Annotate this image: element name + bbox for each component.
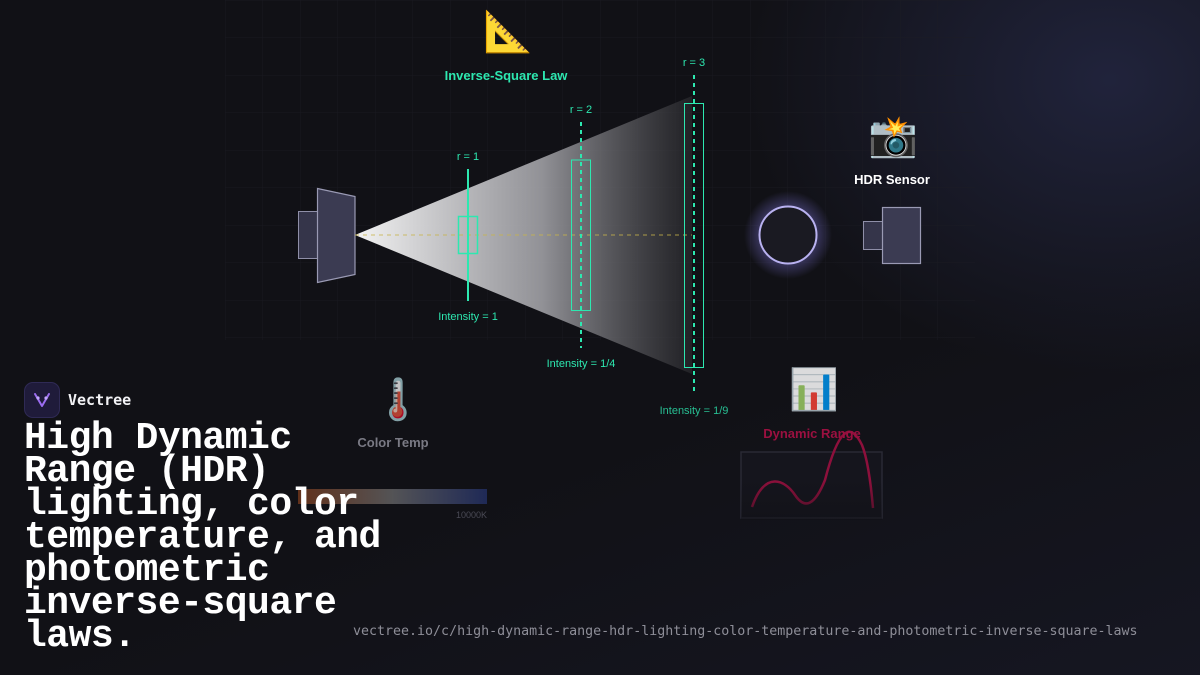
intensity-r3-label: Intensity = 1/9 (660, 405, 729, 417)
page-title: High Dynamic Range (HDR) lighting, color… (24, 417, 381, 658)
thermometer-icon: 🌡️ (373, 377, 423, 423)
vectree-logo-icon (24, 382, 60, 418)
brand: Vectree (24, 382, 131, 418)
distance-marker-r1 (457, 169, 479, 301)
brand-name: Vectree (68, 391, 132, 409)
dynamic-range-plot (740, 430, 883, 520)
distance-marker-r2 (571, 122, 591, 348)
r3-label: r = 3 (683, 57, 705, 69)
hdr-sensor-title: HDR Sensor (854, 172, 930, 187)
intensity-r1-label: Intensity = 1 (438, 311, 498, 323)
dynamic-range-title: Dynamic Range (763, 426, 861, 441)
bar-chart-icon: 📊 (789, 367, 839, 413)
camera-body (863, 206, 922, 265)
color-temp-scale (298, 489, 487, 504)
color-temp-title: Color Temp (357, 435, 429, 450)
triangular-ruler-icon: 📐 (483, 9, 533, 55)
camera-lens (744, 191, 832, 279)
r2-label: r = 2 (570, 104, 592, 116)
intensity-r2-label: Intensity = 1/4 (547, 358, 616, 370)
camera-flash-icon: 📸 (868, 114, 918, 160)
distance-marker-r3 (684, 75, 704, 395)
color-temp-scale-label: 10000K (456, 510, 487, 520)
r1-label: r = 1 (457, 151, 479, 163)
light-source (298, 187, 356, 284)
inverse-square-law-title: Inverse-Square Law (444, 68, 568, 83)
source-url[interactable]: vectree.io/c/high-dynamic-range-hdr-ligh… (353, 624, 1138, 639)
